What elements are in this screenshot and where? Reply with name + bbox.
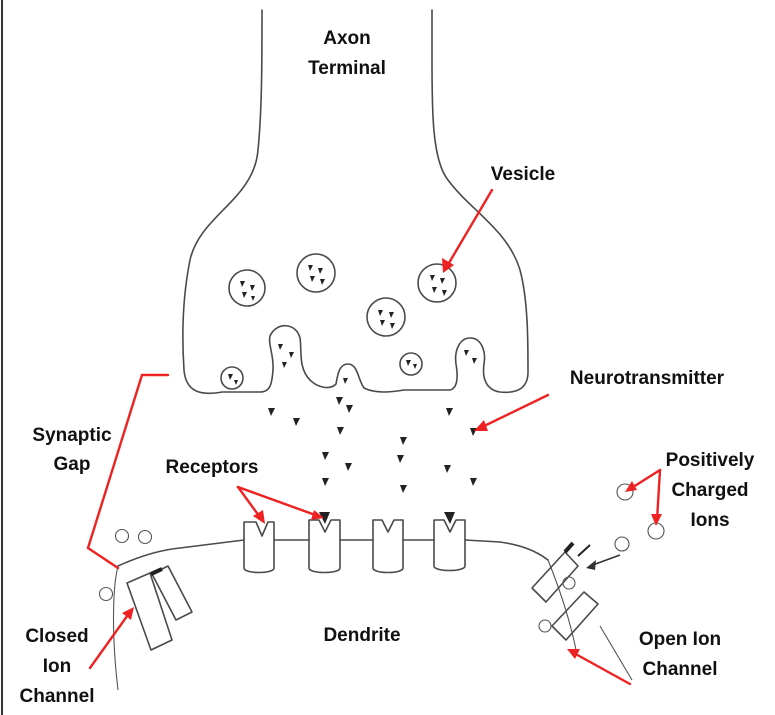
vesicle (367, 298, 405, 336)
vesicle (221, 367, 243, 389)
vesicle (297, 254, 335, 292)
label-ions: Ions (690, 510, 729, 531)
label-channel-open: Channel (643, 659, 718, 680)
closed-ion-channel-shape (127, 566, 192, 650)
receptor (244, 522, 274, 573)
label-terminal: Terminal (308, 58, 386, 79)
receptor (434, 520, 465, 571)
ion-group (100, 484, 665, 632)
neurotransmitter-molecules (268, 397, 477, 493)
open-ion-channel-shape (532, 543, 598, 640)
label-gap: Gap (54, 454, 91, 475)
vesicle (400, 353, 422, 375)
label-synaptic: Synaptic (32, 425, 112, 446)
ion (563, 577, 575, 589)
ion-flow-arrowhead (586, 560, 596, 570)
label-closed: Closed (25, 626, 88, 647)
label-open-ion: Open Ion (639, 629, 721, 650)
ion (100, 588, 113, 601)
receptor (309, 520, 340, 573)
label-channel-closed: Channel (20, 686, 95, 707)
receptor (373, 520, 403, 573)
label-ion: Ion (43, 656, 72, 677)
ion (539, 620, 551, 632)
annotation-arrows (88, 190, 662, 684)
dendrite-membrane (118, 540, 548, 566)
label-axon: Axon (323, 28, 371, 49)
receptor-group (244, 512, 465, 573)
vesicle (418, 264, 456, 302)
label-receptors: Receptors (166, 457, 259, 478)
label-dendrite: Dendrite (323, 625, 400, 646)
ion (615, 537, 629, 551)
vesicle (229, 270, 265, 306)
label-positively: Positively (666, 450, 755, 471)
ion (116, 530, 129, 543)
ion (139, 531, 152, 544)
label-neurotransmitter: Neurotransmitter (570, 368, 725, 389)
vesicle-group (221, 254, 477, 389)
label-charged: Charged (671, 480, 748, 501)
label-vesicle: Vesicle (491, 164, 555, 185)
